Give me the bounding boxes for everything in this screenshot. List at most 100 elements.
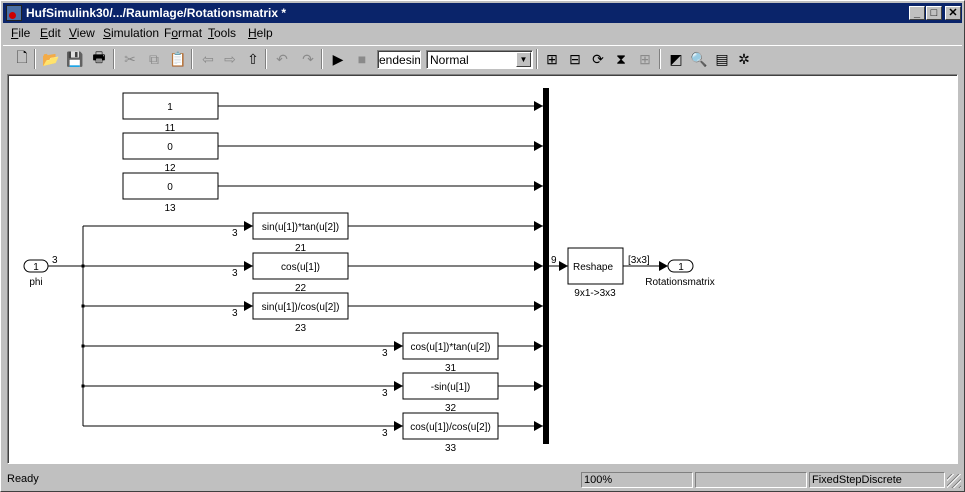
toolbar-separator xyxy=(321,49,323,69)
undo-button[interactable]: ↶ xyxy=(272,49,292,69)
update-diagram-button[interactable]: ⊟ xyxy=(565,49,585,69)
close-button[interactable]: ✕ xyxy=(945,6,961,20)
constant-label: 13 xyxy=(164,203,176,214)
menu-tools[interactable]: Tools xyxy=(208,26,237,40)
debug-button[interactable]: ⧗ xyxy=(611,49,631,69)
status-ready: Ready xyxy=(7,473,39,485)
print-button[interactable]: 🖶 xyxy=(89,49,109,69)
bug-icon: ✲ xyxy=(738,50,750,67)
fcn-label: 23 xyxy=(295,323,307,334)
outport-label: Rotationsmatrix xyxy=(645,277,714,288)
fcn-block[interactable] xyxy=(252,252,349,280)
stop-simulation-button[interactable]: ■ xyxy=(352,49,372,69)
menu-simulation[interactable]: Simulation xyxy=(103,26,160,40)
constant-block[interactable] xyxy=(122,172,219,200)
toolbar-separator xyxy=(34,49,36,69)
toolbar-separator xyxy=(659,49,661,69)
copy-icon: ⧉ xyxy=(149,50,159,67)
disabled-tool-button[interactable]: ⊞ xyxy=(635,49,655,69)
save-button[interactable]: 💾 xyxy=(65,49,85,69)
refresh-icon: ⟳ xyxy=(592,50,604,67)
signal-arrowhead xyxy=(244,261,253,271)
forward-button[interactable]: ⇨ xyxy=(220,49,240,69)
constant-value: 1 xyxy=(167,102,173,113)
open-button[interactable]: 📂 xyxy=(41,49,61,69)
minimize-button[interactable]: _ xyxy=(909,6,925,20)
signal-arrowhead xyxy=(534,301,543,311)
model-explorer-button[interactable]: 🔍 xyxy=(689,49,709,69)
fcn-label: 31 xyxy=(445,363,457,374)
library-browser-icon: ◩ xyxy=(669,50,683,67)
model-browser-button[interactable]: ▤ xyxy=(712,49,732,69)
mux-block[interactable] xyxy=(543,88,549,444)
menu-edit[interactable]: Edit xyxy=(40,26,61,40)
fcn-label: 32 xyxy=(445,403,457,414)
cut-button[interactable]: ✂ xyxy=(120,49,140,69)
outport-block[interactable] xyxy=(667,259,694,273)
copy-button[interactable]: ⧉ xyxy=(144,49,164,69)
simulation-mode-select[interactable]: Normal ▼ xyxy=(426,50,533,69)
signal-arrowhead xyxy=(534,101,543,111)
fcn-block[interactable] xyxy=(402,412,499,440)
inport-width-label: 3 xyxy=(52,255,58,266)
debugger-button[interactable]: ✲ xyxy=(734,49,754,69)
fcn-expression: -sin(u[1]) xyxy=(431,382,470,393)
signal-arrowhead xyxy=(394,381,403,391)
reshape-text: Reshape xyxy=(573,262,613,273)
start-simulation-button[interactable]: ▶ xyxy=(328,49,348,69)
back-button[interactable]: ⇦ xyxy=(198,49,218,69)
constant-block[interactable] xyxy=(122,92,219,120)
stop-time-input[interactable]: endesim xyxy=(377,50,421,69)
signal-arrowhead xyxy=(534,421,543,431)
up-button[interactable]: ⇧ xyxy=(243,49,263,69)
grid-icon: ⊞ xyxy=(639,50,651,67)
constant-block[interactable] xyxy=(122,132,219,160)
menu-file[interactable]: File xyxy=(11,26,31,40)
status-cell-2 xyxy=(695,472,807,488)
signal-width-label: 3 xyxy=(232,228,238,239)
paste-button[interactable]: 📋 xyxy=(168,49,188,69)
outport-number: 1 xyxy=(678,262,684,273)
refresh-button[interactable]: ⟳ xyxy=(588,49,608,69)
menu-help[interactable]: Help xyxy=(248,26,273,40)
menu-format[interactable]: Format xyxy=(164,26,203,40)
build-button[interactable]: ⊞ xyxy=(542,49,562,69)
signal-width-label: 3 xyxy=(382,348,388,359)
update-diagram-icon: ⊟ xyxy=(569,50,581,67)
signal-arrowhead xyxy=(534,181,543,191)
mux-width-label: 9 xyxy=(551,255,557,266)
signal-arrowhead xyxy=(559,261,568,271)
fcn-block[interactable] xyxy=(252,292,349,320)
signal-width-label: 3 xyxy=(232,308,238,319)
fcn-block[interactable] xyxy=(252,212,349,240)
status-solver: FixedStepDiscrete xyxy=(809,472,945,488)
signal-arrowhead xyxy=(659,261,668,271)
up-arrow-icon: ⇧ xyxy=(247,50,259,67)
redo-button[interactable]: ↷ xyxy=(298,49,318,69)
library-browser-button[interactable]: ◩ xyxy=(666,49,686,69)
new-model-button[interactable]: 🗋 xyxy=(12,49,32,69)
play-icon: ▶ xyxy=(332,50,344,67)
chevron-down-icon[interactable]: ▼ xyxy=(516,52,531,67)
new-file-icon: 🗋 xyxy=(16,49,28,65)
resize-grip[interactable] xyxy=(947,474,961,488)
maximize-button[interactable]: □ xyxy=(926,6,942,20)
signal-width-label: 3 xyxy=(382,428,388,439)
redo-icon: ↷ xyxy=(302,50,314,67)
window-title: HufSimulink30/.../Raumlage/Rotationsmatr… xyxy=(26,6,287,20)
constant-label: 11 xyxy=(165,123,176,134)
simulink-app-icon[interactable] xyxy=(6,5,22,21)
build-icon: ⊞ xyxy=(546,50,558,67)
fcn-label: 21 xyxy=(295,243,307,254)
signal-arrowhead xyxy=(534,141,543,151)
forward-arrow-icon: ⇨ xyxy=(224,50,236,67)
model-browser-icon: ▤ xyxy=(715,50,729,67)
signal-width-label: 3 xyxy=(382,388,388,399)
signal-arrowhead xyxy=(244,221,253,231)
debug-icon: ⧗ xyxy=(616,50,626,67)
signal-arrowhead xyxy=(534,341,543,351)
title-bar[interactable]: HufSimulink30/.../Raumlage/Rotationsmatr… xyxy=(3,3,962,23)
fcn-label: 22 xyxy=(295,283,307,294)
menu-view[interactable]: View xyxy=(69,26,95,40)
